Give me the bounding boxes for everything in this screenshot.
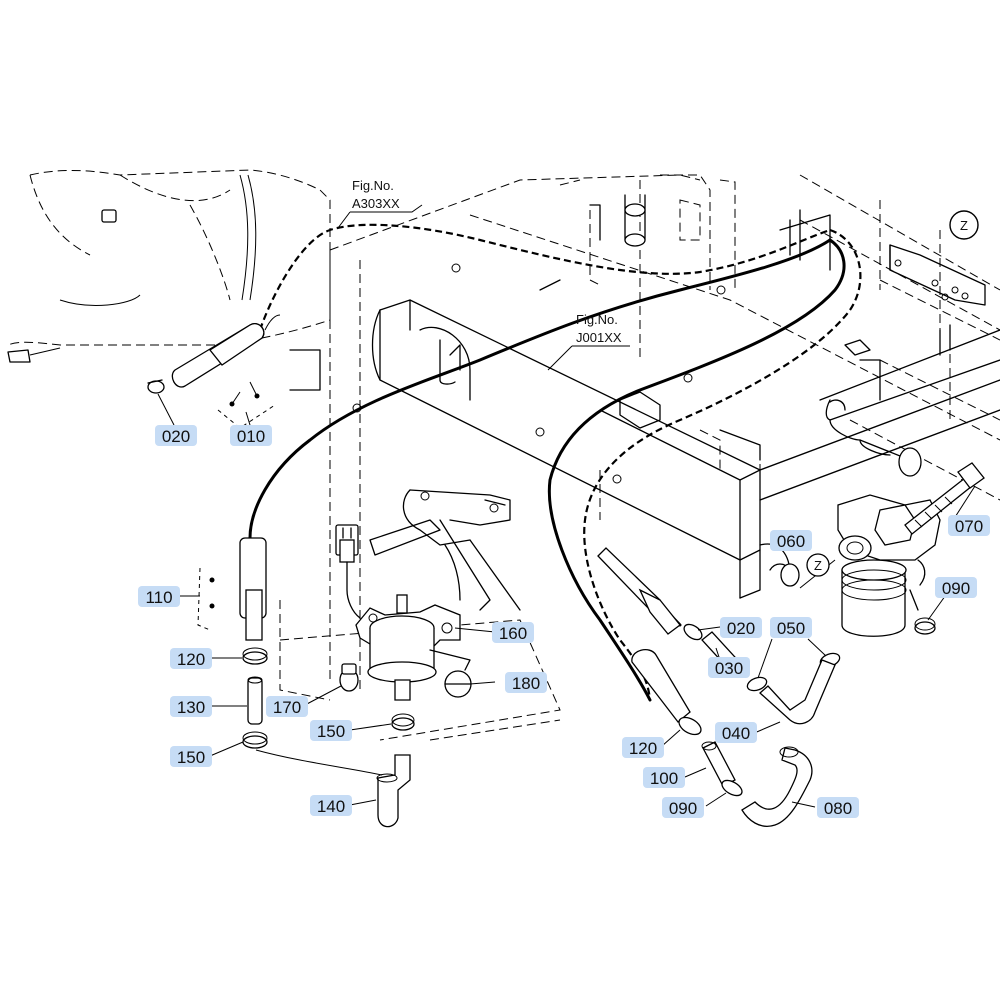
part-label-110[interactable]: 110 (138, 586, 180, 607)
hose-sleeve-020-right (597, 547, 681, 635)
fuel-pump (355, 594, 471, 701)
pipe-130 (247, 676, 263, 725)
svg-text:070: 070 (955, 517, 983, 536)
svg-text:180: 180 (512, 674, 540, 693)
hose-040 (759, 659, 836, 725)
part-label-170[interactable]: 170 (266, 696, 308, 717)
frame-posts (289, 194, 846, 461)
hose-clamp-020-left (147, 379, 165, 394)
part-label-120-left[interactable]: 120 (170, 648, 212, 669)
part-label-020-right[interactable]: 020 (720, 617, 762, 638)
fuel-tank-outline (7, 169, 331, 363)
svg-text:130: 130 (177, 698, 205, 717)
svg-text:150: 150 (177, 748, 205, 767)
hose-140 (255, 749, 411, 828)
fuel-filter-assembly (799, 494, 941, 637)
view-marker-z-filter: Z (806, 553, 830, 577)
svg-text:J001XX: J001XX (576, 330, 622, 345)
part-label-010[interactable]: 010 (230, 425, 272, 446)
svg-text:110: 110 (145, 588, 172, 607)
clamp-150-pump (391, 713, 415, 731)
svg-text:150: 150 (317, 722, 345, 741)
part-label-030[interactable]: 030 (708, 657, 750, 678)
svg-text:170: 170 (273, 698, 301, 717)
clamp-120-left (242, 647, 268, 665)
svg-text:Z: Z (960, 218, 968, 233)
hose-080 (741, 746, 813, 827)
svg-text:080: 080 (824, 799, 852, 818)
part-label-050[interactable]: 050 (770, 617, 812, 638)
fuel-hoses (248, 223, 862, 702)
svg-text:Z: Z (814, 558, 822, 573)
svg-text:060: 060 (777, 532, 805, 551)
banjo-bolt-070 (904, 462, 985, 535)
part-label-020-left[interactable]: 020 (155, 425, 197, 446)
part-label-040[interactable]: 040 (715, 722, 757, 743)
svg-text:120: 120 (629, 739, 657, 758)
clamp-050a (746, 676, 768, 692)
svg-text:020: 020 (727, 619, 755, 638)
part-label-060[interactable]: 060 (770, 530, 812, 551)
svg-text:160: 160 (499, 624, 527, 643)
right-rails (759, 209, 1000, 501)
svg-text:090: 090 (942, 579, 970, 598)
part-label-090-right[interactable]: 090 (935, 577, 977, 598)
hose-110 (197, 537, 267, 641)
clamp-150-left (242, 731, 268, 749)
part-label-180[interactable]: 180 (505, 672, 547, 693)
part-label-160[interactable]: 160 (492, 622, 534, 643)
svg-text:A303XX: A303XX (352, 196, 400, 211)
svg-text:100: 100 (650, 769, 678, 788)
view-marker-z-top: Z (949, 210, 979, 240)
svg-text:Fig.No.: Fig.No. (352, 178, 394, 193)
bolt-180 (444, 670, 472, 698)
svg-text:120: 120 (177, 650, 205, 669)
clamp-090-filter (914, 617, 936, 635)
svg-text:030: 030 (715, 659, 743, 678)
part-label-150-pump[interactable]: 150 (310, 720, 352, 741)
svg-text:140: 140 (317, 797, 345, 816)
clamp-090-lower (721, 779, 743, 797)
svg-text:Fig.No.: Fig.No. (576, 312, 618, 327)
part-label-150-left[interactable]: 150 (170, 746, 212, 767)
bolt-170 (339, 663, 359, 692)
fig-reference-j001xx: Fig.No. J001XX (547, 312, 630, 371)
svg-text:020: 020 (162, 427, 190, 446)
part-label-140[interactable]: 140 (310, 795, 352, 816)
part-label-120-right[interactable]: 120 (622, 737, 664, 758)
part-label-090-lower[interactable]: 090 (662, 797, 704, 818)
pipe-100 (701, 741, 736, 787)
electrical-connector (335, 524, 361, 619)
part-label-100[interactable]: 100 (643, 767, 685, 788)
hose-sleeve-010 (171, 323, 276, 429)
part-label-070[interactable]: 070 (948, 515, 990, 536)
leader-lines (157, 393, 976, 808)
fuel-pump-bracket (369, 489, 521, 611)
clamp-120-right (678, 716, 702, 736)
hose-sleeve-120-right (631, 649, 691, 723)
part-label-130[interactable]: 130 (170, 696, 212, 717)
svg-text:090: 090 (669, 799, 697, 818)
svg-text:050: 050 (777, 619, 805, 638)
svg-text:010: 010 (237, 427, 265, 446)
mounting-bracket-z (889, 244, 986, 306)
part-label-080[interactable]: 080 (817, 797, 859, 818)
fig-reference-a303xx: Fig.No. A303XX (337, 178, 423, 229)
clamp-020-right (683, 623, 703, 641)
svg-text:040: 040 (722, 724, 750, 743)
